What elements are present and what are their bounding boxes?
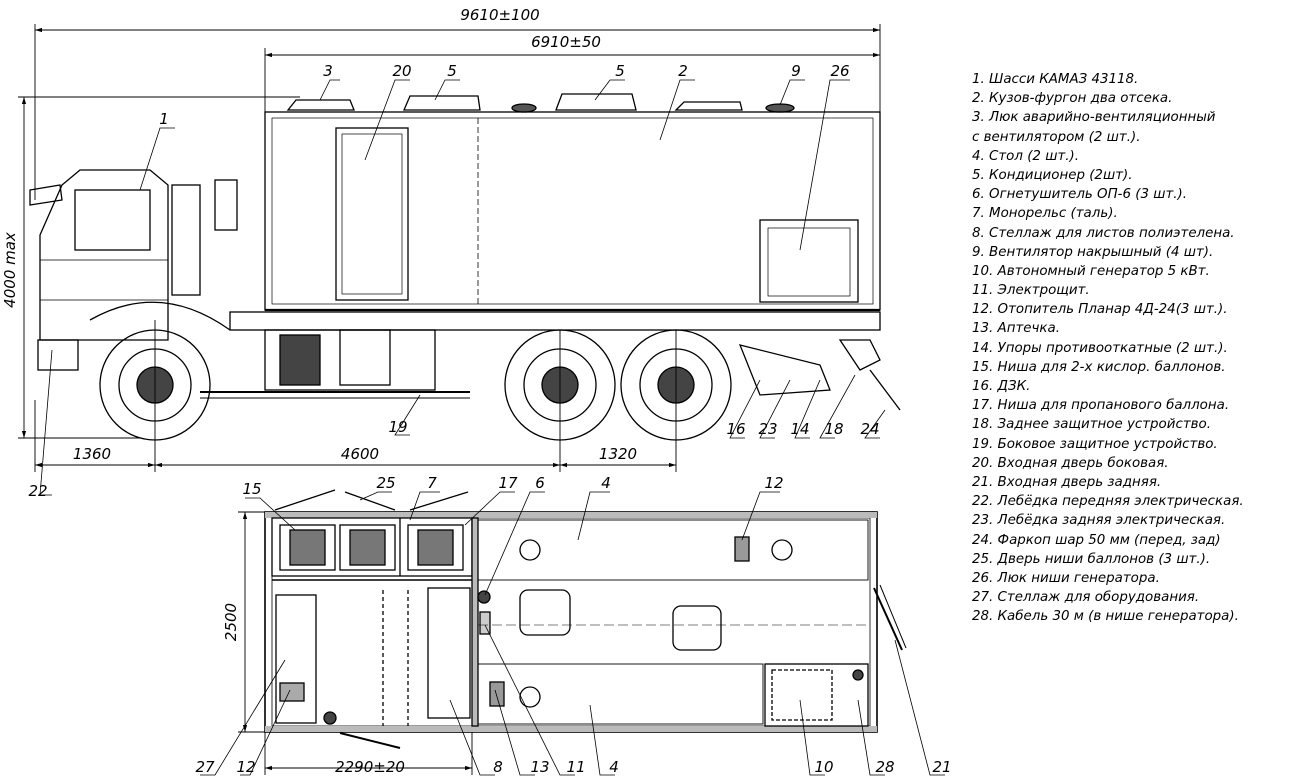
legend-item: 16. ДЗК. bbox=[972, 379, 1031, 394]
callout-13: 13 bbox=[530, 758, 549, 776]
callout-16: 16 bbox=[726, 420, 745, 438]
dim-axles bbox=[34, 320, 677, 472]
parts-legend: 1. Шасси КАМАЗ 43118. 2. Кузов-фургон дв… bbox=[972, 70, 1292, 626]
callout-5a: 5 bbox=[447, 62, 457, 80]
roof-units bbox=[286, 93, 795, 113]
chassis-frame bbox=[200, 311, 901, 411]
callout-11: 11 bbox=[566, 758, 585, 776]
truck-cab bbox=[29, 169, 238, 371]
legend-item: 2. Кузов-фургон два отсека. bbox=[972, 91, 1173, 107]
callout-14: 14 bbox=[790, 420, 809, 438]
legend-item: 12. Отопитель Планар 4Д-24(3 шт.). bbox=[972, 302, 1228, 318]
dim-body-width bbox=[238, 511, 265, 733]
callout-21: 21 bbox=[932, 758, 951, 776]
legend-item: 11. Электрощит. bbox=[972, 283, 1090, 299]
legend-item: 1. Шасси КАМАЗ 43118. bbox=[972, 72, 1139, 87]
callout-28: 28 bbox=[875, 758, 894, 776]
callout-17: 17 bbox=[498, 474, 518, 492]
callout-7: 7 bbox=[427, 474, 437, 492]
callout-5b: 5 bbox=[615, 62, 625, 80]
legend-item: 24. Фаркоп шар 50 мм (перед, зад) bbox=[972, 532, 1221, 548]
dim-overall-length bbox=[34, 24, 881, 200]
legend-item: 10. Автономный генератор 5 кВт. bbox=[972, 263, 1210, 279]
callout-12a: 12 bbox=[764, 474, 783, 492]
callout-27: 27 bbox=[195, 758, 215, 776]
callout-12b: 12 bbox=[236, 758, 255, 776]
legend-item: 14. Упоры противооткатные (2 шт.). bbox=[972, 340, 1228, 356]
legend-item: 23. Лебёдка задняя электрическая. bbox=[972, 513, 1226, 529]
equipment-rack bbox=[275, 587, 471, 749]
callout-15: 15 bbox=[242, 480, 261, 498]
legend-item: 27. Стеллаж для оборудования. bbox=[972, 590, 1200, 606]
gas-cylinder-niches bbox=[271, 489, 473, 577]
legend-item: 7. Монорельс (таль). bbox=[972, 206, 1118, 222]
legend-item: 13. Аптечка. bbox=[972, 321, 1060, 337]
dim-overall-length-label: 9610±100 bbox=[460, 6, 539, 24]
callout-6: 6 bbox=[535, 474, 545, 492]
callout-9: 9 bbox=[791, 62, 801, 80]
callout-1: 1 bbox=[159, 110, 169, 128]
legend-item: 3. Люк аварийно-вентиляционный bbox=[972, 110, 1216, 126]
callout-25: 25 bbox=[376, 474, 395, 492]
callout-24: 24 bbox=[860, 420, 879, 438]
callout-20: 20 bbox=[392, 62, 411, 80]
legend-item: 20. Входная дверь боковая. bbox=[972, 455, 1169, 471]
plan-view: 2500 bbox=[195, 474, 951, 776]
legend-item: 8. Стеллаж для листов полиэтелена. bbox=[972, 225, 1235, 241]
wheels bbox=[99, 329, 732, 441]
legend-item: 18. Заднее защитное устройство. bbox=[972, 417, 1211, 433]
callout-18: 18 bbox=[824, 420, 843, 438]
work-compartment bbox=[477, 519, 907, 727]
side-leaders bbox=[39, 79, 886, 496]
legend-item: 5. Кондиционер (2шт). bbox=[972, 167, 1133, 183]
legend-item: 19. Боковое защитное устройство. bbox=[972, 436, 1218, 452]
callout-10: 10 bbox=[814, 758, 833, 776]
legend-item: 28. Кабель 30 м (в нише генератора). bbox=[972, 609, 1239, 625]
dim-body-length-label: 6910±50 bbox=[531, 33, 601, 51]
legend-item: с вентилятором (2 шт.). bbox=[972, 129, 1141, 145]
van-body bbox=[264, 111, 881, 312]
legend-item: 17. Ниша для пропанового баллона. bbox=[972, 398, 1230, 414]
legend-item: 22. Лебёдка передняя электрическая. bbox=[972, 494, 1244, 510]
callout-19: 19 bbox=[388, 418, 407, 436]
legend-item: 4. Стол (2 шт.). bbox=[972, 148, 1079, 164]
callout-22: 22 bbox=[28, 482, 47, 500]
plan-leaders bbox=[200, 491, 945, 776]
dim-height bbox=[18, 96, 300, 439]
dim-compartment-label: 2290±20 bbox=[335, 758, 405, 776]
callout-8: 8 bbox=[493, 758, 503, 776]
callout-4b: 4 bbox=[609, 758, 619, 776]
legend-item: 21. Входная дверь задняя. bbox=[972, 474, 1162, 490]
callout-4a: 4 bbox=[601, 474, 611, 492]
callout-3: 3 bbox=[323, 62, 333, 80]
callout-2: 2 bbox=[678, 62, 688, 80]
legend-item: 6. Огнетушитель ОП-6 (3 шт.). bbox=[972, 187, 1188, 203]
dim-body-length bbox=[264, 48, 880, 112]
dim-height-label: 4000 max bbox=[1, 232, 19, 308]
legend-item: 25. Дверь ниши баллонов (3 шт.). bbox=[972, 551, 1211, 567]
legend-item: 15. Ниша для 2-х кислор. баллонов. bbox=[972, 359, 1226, 375]
dim-wheelbase-label: 4600 bbox=[341, 445, 379, 463]
callout-26: 26 bbox=[830, 62, 849, 80]
legend-item: 26. Люк ниши генератора. bbox=[972, 570, 1160, 586]
side-view: 9610±100 6910±50 4000 max bbox=[1, 6, 901, 500]
callout-23: 23 bbox=[758, 420, 777, 438]
dim-body-width-label: 2500 bbox=[222, 603, 240, 641]
dim-rear-axle-spacing-label: 1320 bbox=[599, 445, 637, 463]
legend-item: 9. Вентилятор накрышный (4 шт). bbox=[972, 244, 1214, 260]
dim-front-overhang-label: 1360 bbox=[73, 445, 111, 463]
dim-compartment bbox=[264, 732, 473, 775]
